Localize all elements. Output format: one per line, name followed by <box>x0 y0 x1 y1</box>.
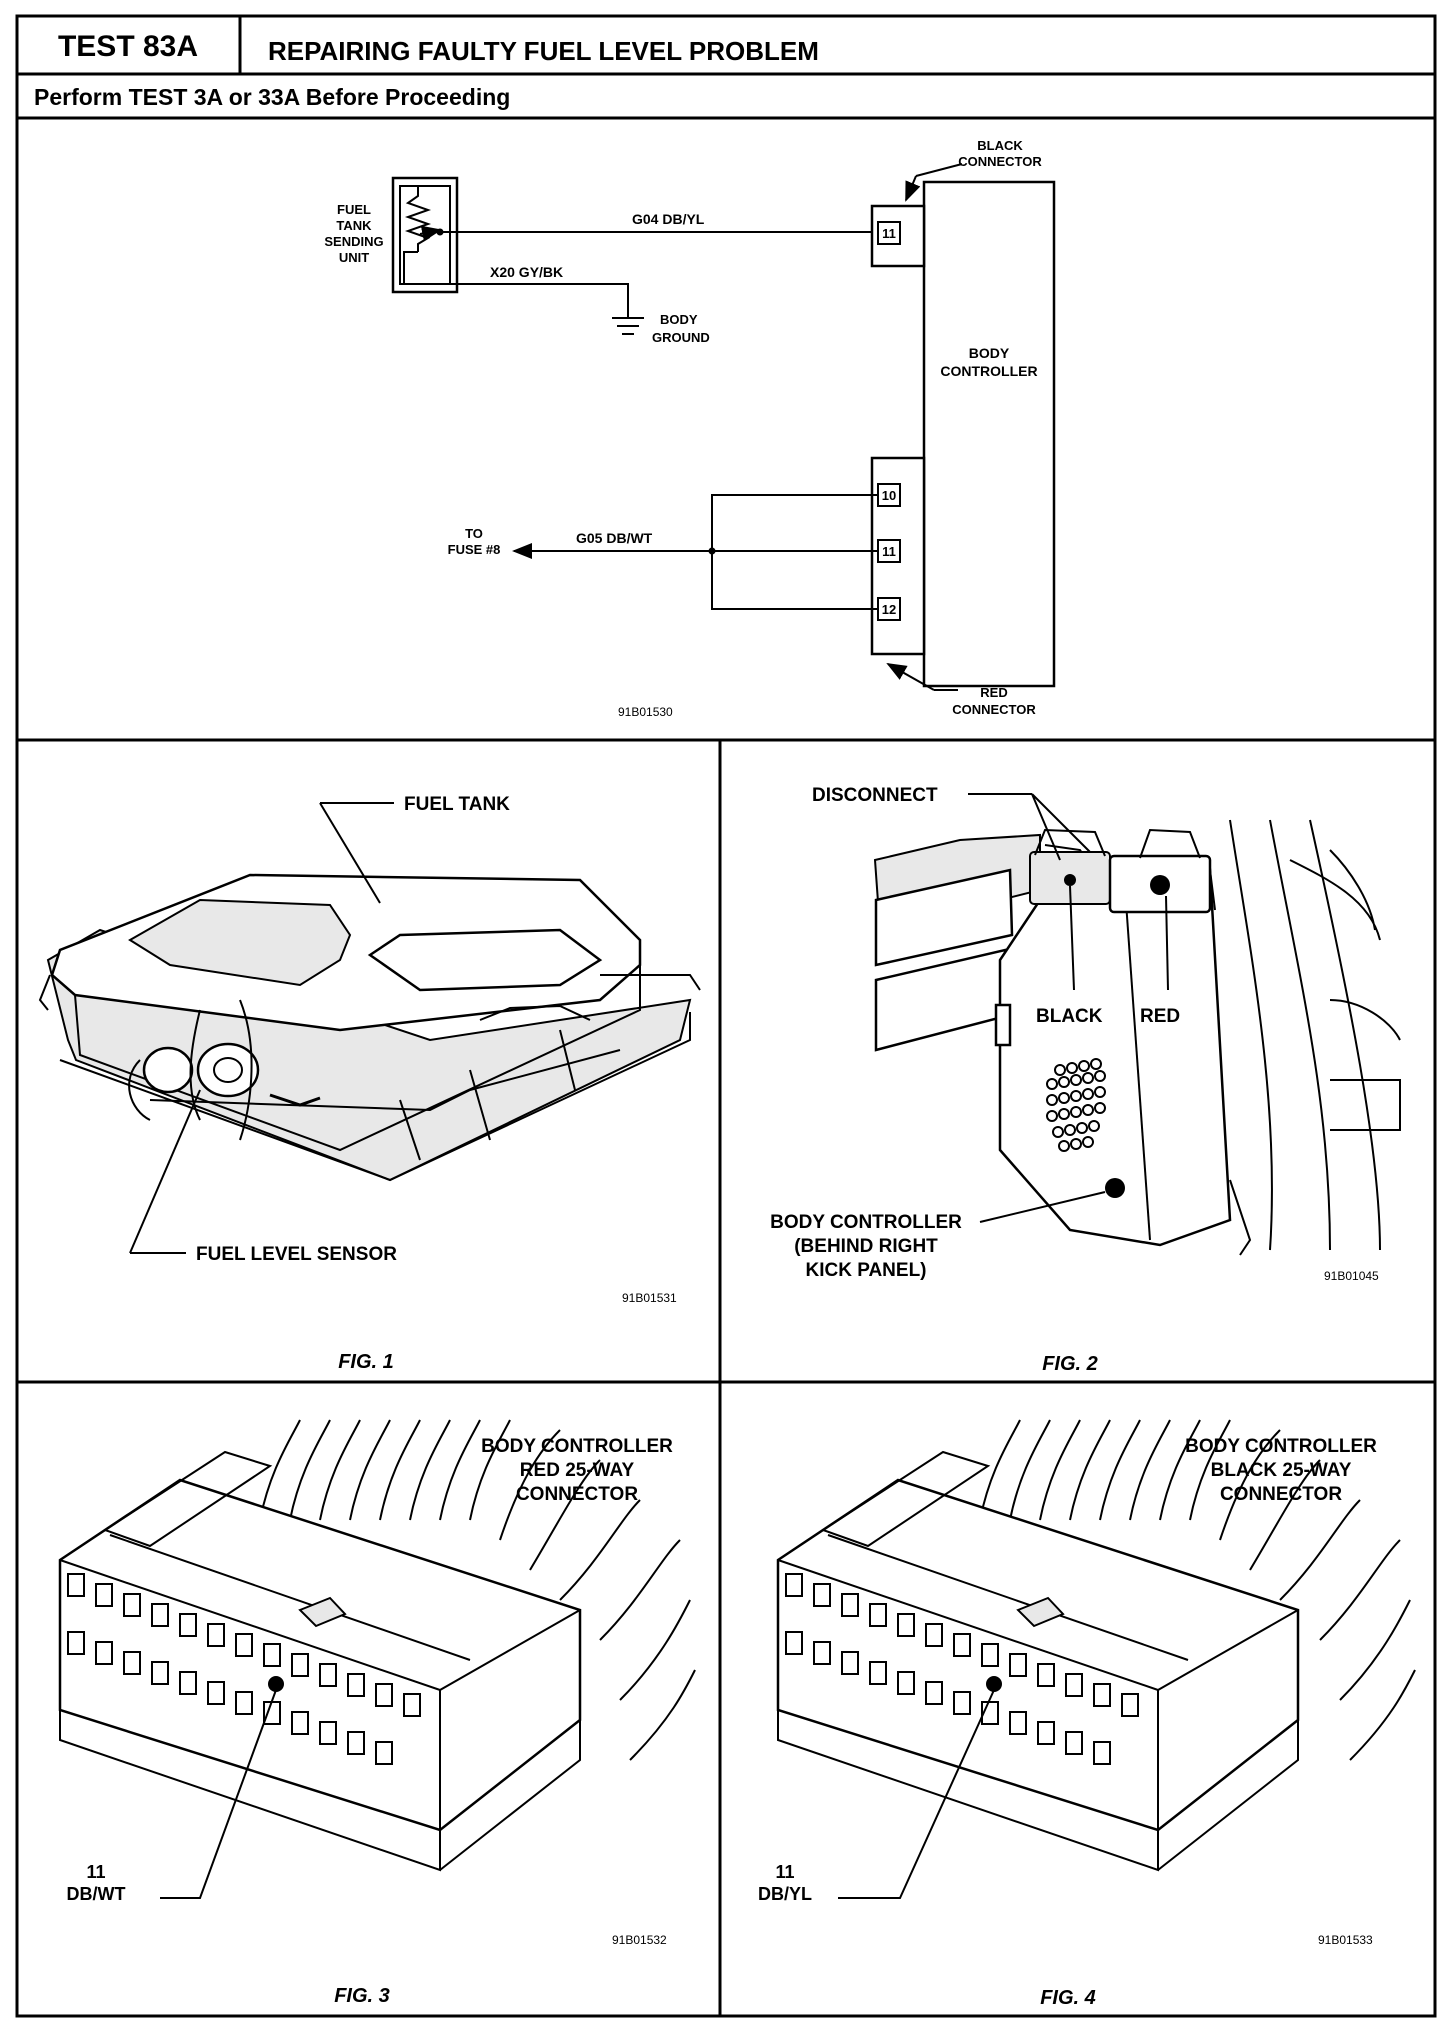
wire-x20 <box>404 283 629 318</box>
pin-11-marker-fig4 <box>986 1676 1002 1692</box>
pin-cavities-row1-fig4 <box>785 1573 1139 1717</box>
fig3-red-connector-illustration: 11 DB/WT BODY CONTROLLER RED 25-WAY CONN… <box>58 1419 696 2007</box>
fuel-level-sensor-part <box>196 1042 260 1098</box>
red-connector-pin-12: 12 <box>882 602 896 617</box>
red-label: RED <box>1140 1006 1180 1027</box>
fig4-pin-number: 11 <box>775 1862 794 1882</box>
vent-holes <box>1046 1058 1106 1152</box>
fig2-figure-code: 91B01045 <box>1324 1269 1379 1283</box>
page-subtitle: Perform TEST 3A or 33A Before Proceeding <box>34 84 510 110</box>
black-connector-block <box>870 204 926 268</box>
pin-cavities-row1-fig3 <box>67 1573 421 1717</box>
test-id: TEST 83A <box>58 30 198 63</box>
body-ground-label-2: GROUND <box>652 330 710 345</box>
wire-g05-label: G05 DB/WT <box>576 530 653 546</box>
fig2-body-controller-illustration: DISCONNECT BLACK RED BODY CONTROLLER (BE… <box>770 785 1401 1375</box>
wire-x20-label: X20 GY/BK <box>490 264 563 280</box>
fig4-figure-code: 91B01533 <box>1318 1933 1373 1947</box>
black-connector-pin-11: 11 <box>882 226 896 241</box>
body-ground-label-1: BODY <box>660 312 698 327</box>
fuel-tank-sending-unit <box>391 176 459 294</box>
body-controller-dot <box>1105 1178 1125 1198</box>
fig4-title-2: BLACK 25-WAY <box>1211 1460 1352 1481</box>
page-frame <box>15 14 1437 2018</box>
fig1-fuel-tank-illustration: FUEL TANK FUEL LEVEL SENSOR 91B01531 FIG… <box>38 794 701 1373</box>
black-connector-dot <box>1064 874 1076 886</box>
pin-11-marker-fig3 <box>268 1676 284 1692</box>
red-connector-dot <box>1150 875 1170 895</box>
body-controller-label-2: CONTROLLER <box>940 363 1037 379</box>
fig4-black-connector-illustration: 11 DB/YL BODY CONTROLLER BLACK 25-WAY CO… <box>758 1419 1416 2009</box>
fig3-title-2: RED 25-WAY <box>520 1460 635 1481</box>
to-fuse-label-2: FUSE #8 <box>448 542 501 557</box>
body-controller-label-2: (BEHIND RIGHT <box>794 1236 938 1257</box>
fig3-figure-code: 91B01532 <box>612 1933 667 1947</box>
red-connector-pin-11: 11 <box>882 544 896 559</box>
black-connector-label-2: CONNECTOR <box>958 154 1042 169</box>
black-connector-label-1: BLACK <box>977 138 1023 153</box>
fig4-caption: FIG. 4 <box>1040 1987 1096 2009</box>
fig1-caption: FIG. 1 <box>338 1351 394 1373</box>
sending-unit-label-1: FUEL <box>337 202 371 217</box>
wire-g04-label: G04 DB/YL <box>632 211 705 227</box>
body-controller-label-1: BODY <box>969 345 1010 361</box>
fig3-pin-color: DB/WT <box>67 1884 126 1904</box>
pin-cavities-row2-fig4 <box>785 1631 1111 1765</box>
red-connector-label-1: RED <box>980 685 1007 700</box>
sending-unit-label-4: UNIT <box>339 250 369 265</box>
disconnect-label: DISCONNECT <box>812 785 938 806</box>
pin-cavities-row2-fig3 <box>67 1631 393 1765</box>
body-controller-housing <box>998 868 1232 1247</box>
sending-unit-label-2: TANK <box>336 218 372 233</box>
ground-symbol-icon <box>612 317 644 335</box>
fig4-title-3: CONNECTOR <box>1220 1484 1342 1505</box>
page-title: REPAIRING FAULTY FUEL LEVEL PROBLEM <box>268 36 819 66</box>
fig1-figure-code: 91B01531 <box>622 1291 677 1305</box>
wire-bundle <box>979 1419 1416 1761</box>
fig4-pin-color: DB/YL <box>758 1884 812 1904</box>
fig3-pin-number: 11 <box>86 1862 105 1882</box>
sending-unit-label-3: SENDING <box>324 234 383 249</box>
wiring-schematic: FUEL TANK SENDING UNIT G04 DB/YL X20 GY/… <box>324 138 1056 719</box>
body-controller-label-1: BODY CONTROLLER <box>770 1212 962 1233</box>
fig3-title-3: CONNECTOR <box>516 1484 638 1505</box>
red-connector-label-2: CONNECTOR <box>952 702 1036 717</box>
fig3-title-1: BODY CONTROLLER <box>481 1436 673 1457</box>
wire-bundle <box>259 1419 696 1761</box>
body-controller-box <box>922 180 1056 688</box>
fuel-level-sensor-label: FUEL LEVEL SENSOR <box>196 1244 397 1265</box>
body-controller-label-3: KICK PANEL) <box>805 1260 926 1281</box>
fuel-tank-label: FUEL TANK <box>404 794 510 815</box>
fig4-title-1: BODY CONTROLLER <box>1185 1436 1377 1457</box>
to-fuse-label-1: TO <box>465 526 483 541</box>
red-connector-pin-10: 10 <box>882 488 896 503</box>
fig2-caption: FIG. 2 <box>1042 1353 1098 1375</box>
fig3-caption: FIG. 3 <box>334 1985 390 2007</box>
black-label: BLACK <box>1036 1006 1103 1027</box>
red-connector-block <box>870 456 926 656</box>
schematic-figure-code: 91B01530 <box>618 705 673 719</box>
